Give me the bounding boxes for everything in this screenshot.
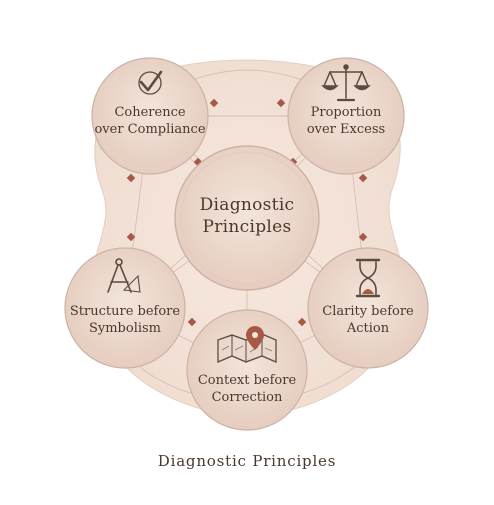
node-label-line2: over Excess (306, 122, 386, 137)
compass-icon (107, 258, 141, 293)
balance-scale-icon (321, 64, 371, 102)
center-title-line2: Principles (202, 217, 292, 237)
node-label-structure: Structure before Symbolism (50, 303, 200, 337)
node-circle-context (186, 309, 308, 431)
map-pin-icon (217, 326, 277, 363)
node-label-line2: over Compliance (94, 122, 206, 137)
node-label-line1: Proportion (310, 105, 382, 120)
center-circle (174, 145, 320, 291)
diagram-caption: Diagnostic Principles (157, 452, 337, 470)
node-circle-clarity (307, 247, 429, 369)
node-label-clarity: Clarity before Action (293, 303, 443, 337)
node-label-coherence: Coherence over Compliance (75, 104, 225, 138)
center-title-line1: Diagnostic (199, 195, 295, 215)
node-label-line1: Coherence (114, 105, 186, 120)
node-label-line2: Symbolism (88, 321, 162, 336)
node-label-line1: Clarity before (322, 304, 414, 319)
center-title: Diagnostic Principles (167, 194, 327, 238)
node-label-line1: Structure before (69, 304, 181, 319)
node-label-context: Context before Correction (172, 372, 322, 406)
node-label-line2: Correction (211, 390, 283, 405)
hourglass-icon (355, 258, 381, 298)
node-circle-structure (64, 247, 186, 369)
node-circle-coherence (91, 57, 209, 175)
node-label-line1: Context before (197, 373, 297, 388)
node-circle-proportion (287, 57, 405, 175)
node-label-proportion: Proportion over Excess (271, 104, 421, 138)
node-label-line2: Action (346, 321, 390, 336)
checkmark-icon (138, 70, 163, 95)
